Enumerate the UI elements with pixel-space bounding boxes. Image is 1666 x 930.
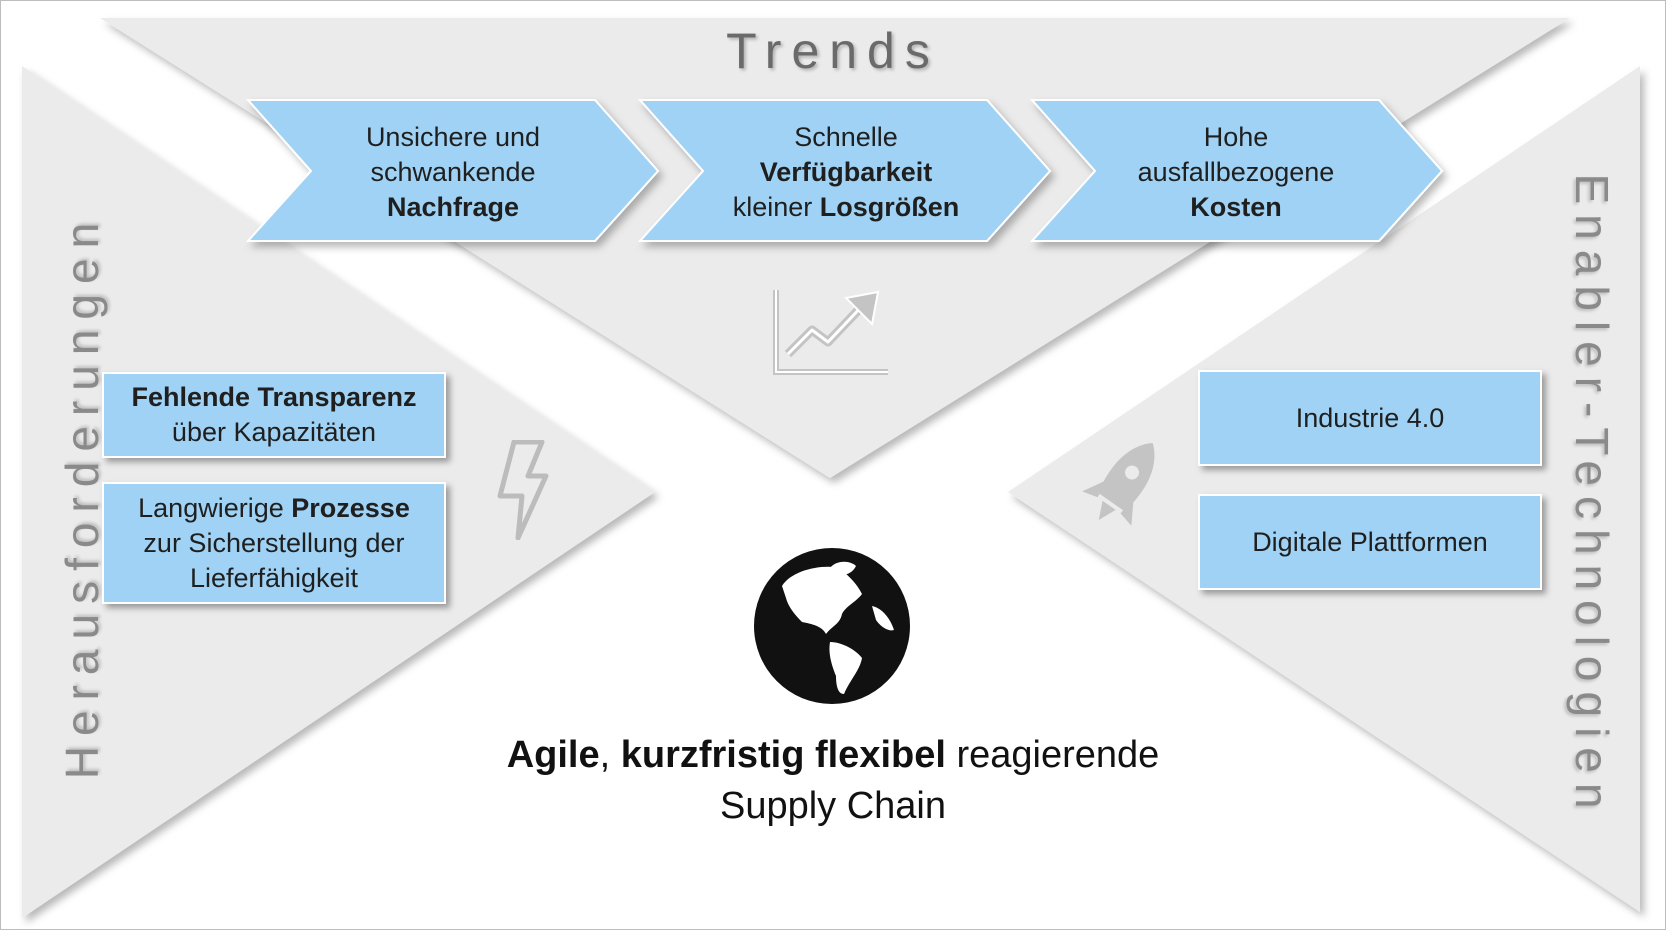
trend-chevron-2 xyxy=(637,99,1052,242)
rocket-icon xyxy=(1082,443,1155,526)
trend-chevron-3 xyxy=(1029,99,1444,242)
trend-chart-icon xyxy=(773,290,888,375)
trends-title: Trends xyxy=(726,23,940,79)
enabler-triangle xyxy=(1008,66,1640,912)
globe-icon xyxy=(754,548,910,704)
enabler-box-2: Digitale Plattformen xyxy=(1198,494,1542,590)
lightning-icon xyxy=(497,440,549,540)
challenge-box-2: Langwierige Prozesse zur Sicherstellung … xyxy=(102,482,446,604)
trend-chevron-1 xyxy=(245,99,660,242)
enabler-box-1: Industrie 4.0 xyxy=(1198,370,1542,466)
